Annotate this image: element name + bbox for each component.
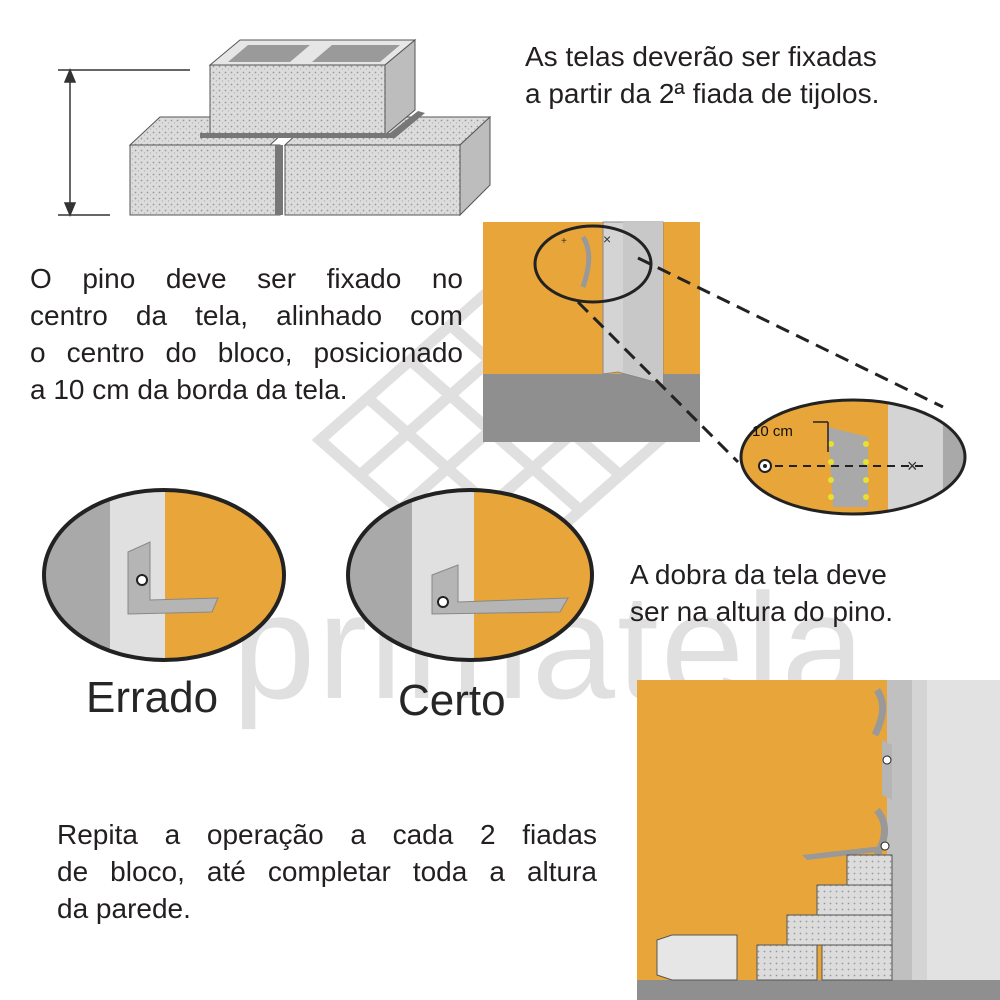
- svg-text:×: ×: [907, 456, 918, 476]
- pin-icon: [758, 459, 772, 473]
- stacked-blocks-figure: [58, 38, 492, 217]
- instruction-line: ser na altura do pino.: [630, 596, 894, 627]
- svg-text:+: +: [561, 236, 567, 247]
- instruction-line: O pino deve ser fixado no: [30, 263, 463, 294]
- instruction-line: a 10 cm da borda da tela.: [30, 374, 348, 405]
- instruction-line: Repita a operação a cada 2 fiadas: [57, 819, 597, 850]
- instruction-line: As telas deverão ser fixadas: [525, 41, 877, 72]
- height-arrow-icon: [58, 68, 190, 217]
- fold-comparison-figure: [42, 488, 594, 662]
- instruction-start-row: As telas deverão ser fixadas a partir da…: [525, 38, 955, 112]
- instruction-fold-height: A dobra da tela deve ser na altura do pi…: [630, 556, 960, 630]
- instruction-line: centro da tela, alinhado com: [30, 300, 463, 331]
- pin-position-figure: + × ×: [483, 221, 967, 516]
- svg-text:×: ×: [603, 231, 611, 247]
- instruction-line: a partir da 2ª fiada de tijolos.: [525, 78, 880, 109]
- instruction-line: o centro do bloco, posicionado: [30, 337, 463, 368]
- repeat-wall-figure: [637, 680, 1000, 1000]
- instruction-line: de bloco, até completar toda a altura: [57, 856, 597, 887]
- wrong-label: Errado: [86, 673, 219, 722]
- instruction-pin-position: O pino deve ser fixado no centro da tela…: [30, 260, 463, 408]
- instruction-line: da parede.: [57, 893, 191, 924]
- instruction-repeat: Repita a operação a cada 2 fiadas de blo…: [57, 816, 597, 927]
- instruction-line: A dobra da tela deve: [630, 559, 887, 590]
- distance-label: 10 cm: [752, 423, 793, 440]
- right-label: Certo: [398, 676, 506, 725]
